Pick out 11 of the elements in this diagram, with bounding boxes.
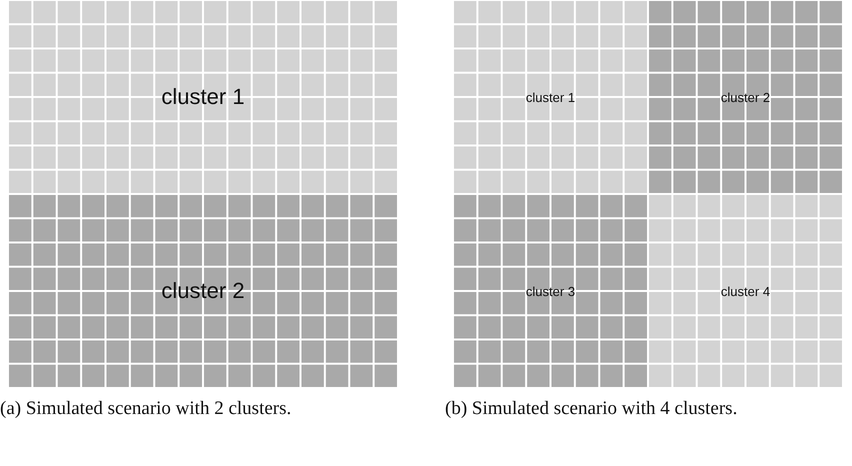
cluster-region: [453, 194, 648, 388]
cluster-label: cluster 1: [161, 84, 245, 110]
cluster-region: [453, 0, 648, 194]
figure-caption: (a) Simulated scenario with 2 clusters.: [0, 397, 292, 421]
figure-caption: (b) Simulated scenario with 4 clusters.: [445, 397, 738, 421]
cluster-region: [8, 0, 398, 194]
cluster-region: [648, 194, 843, 388]
cluster-label: cluster 4: [720, 284, 770, 298]
cluster-region: [648, 0, 843, 194]
cluster-label: cluster 1: [526, 90, 576, 104]
cluster-region: [8, 194, 398, 388]
